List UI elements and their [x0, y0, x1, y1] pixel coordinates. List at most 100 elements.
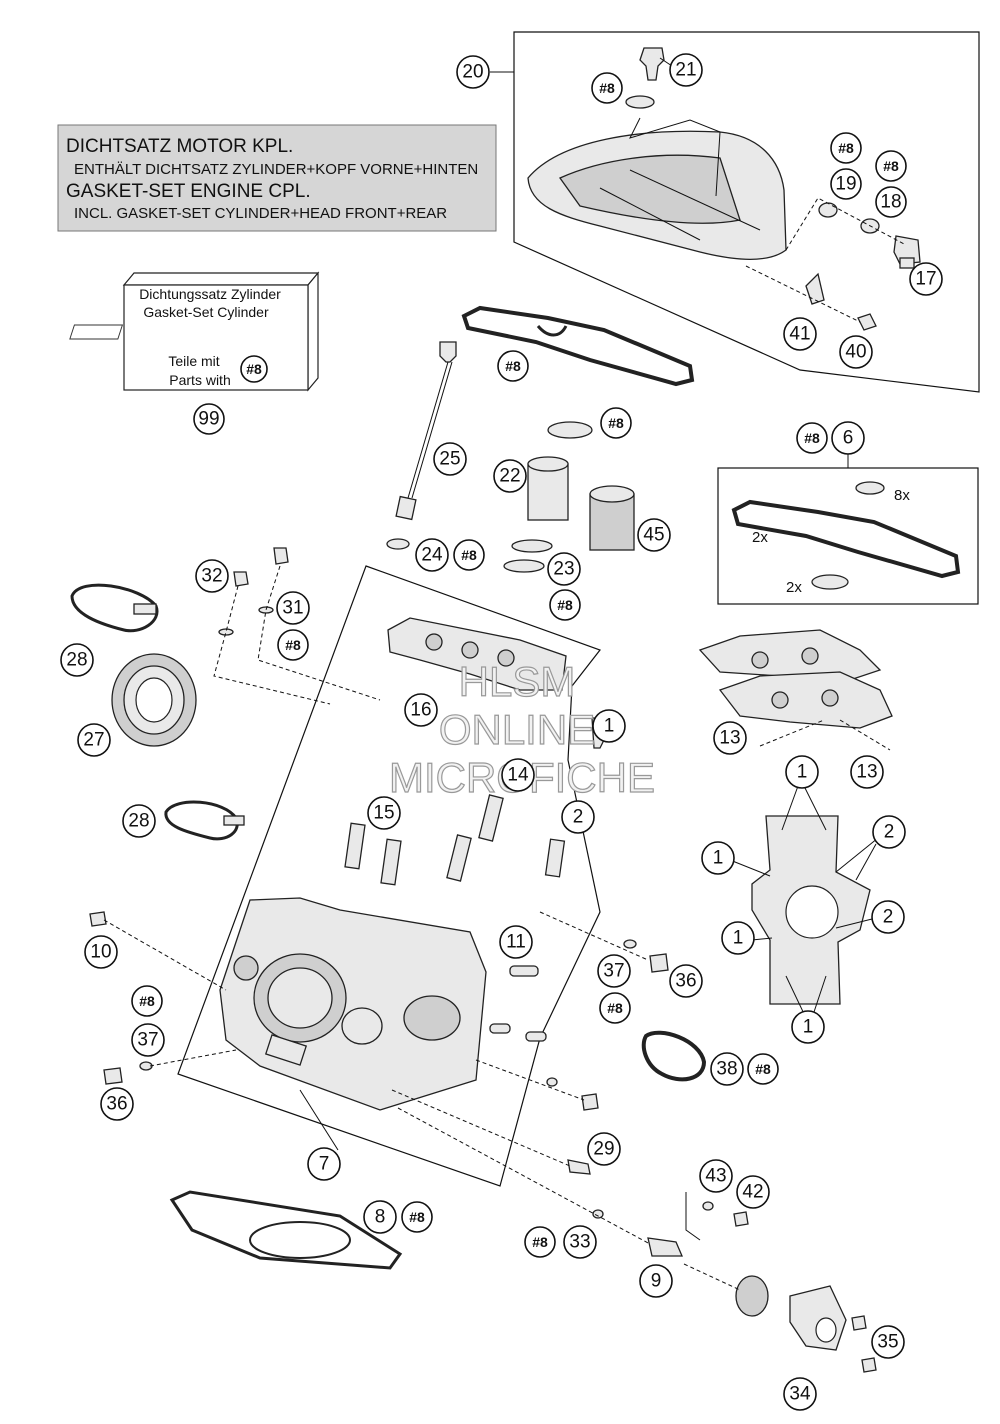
svg-text:13: 13 — [856, 762, 877, 783]
sleeve-22 — [527, 421, 593, 521]
svg-text:8: 8 — [375, 1207, 386, 1228]
valve-cover-frame — [513, 31, 980, 393]
svg-text:6: 6 — [843, 428, 854, 449]
callout-ref-8-f: #8 — [796, 422, 828, 454]
callout-ref-8-l: #8 — [747, 1053, 779, 1085]
svg-text:9: 9 — [651, 1271, 662, 1292]
watermark-line1: HLSM — [459, 658, 576, 705]
box-line2: Gasket-Set Cylinder — [143, 304, 269, 320]
dowel-pins — [489, 965, 547, 1042]
svg-text:1: 1 — [803, 1017, 814, 1038]
callout-37-right: 37 — [597, 954, 631, 988]
callout-8: 8 — [363, 1200, 397, 1234]
svg-text:#8: #8 — [804, 430, 820, 446]
callout-21: 21 — [669, 53, 703, 87]
svg-text:13: 13 — [719, 728, 740, 749]
svg-text:32: 32 — [201, 566, 222, 587]
callout-ref-8-e: #8 — [600, 407, 632, 439]
callout-45: 45 — [637, 518, 671, 552]
callout-36-left: 36 — [100, 1087, 134, 1121]
svg-text:21: 21 — [675, 60, 696, 81]
callout-16: 16 — [404, 693, 438, 727]
camshaft-carrier-16 — [387, 617, 567, 691]
callout-ref-8-i: #8 — [277, 629, 309, 661]
spark-plug-tube-25 — [395, 341, 457, 521]
svg-text:28: 28 — [128, 811, 149, 832]
oil-filler-screw — [625, 47, 665, 109]
svg-text:#8: #8 — [461, 547, 477, 563]
callout-28-top: 28 — [60, 643, 94, 677]
callout-2-c: 2 — [871, 900, 905, 934]
sensor-fitting — [818, 202, 921, 269]
callout-1-c: 1 — [701, 841, 735, 875]
callout-7: 7 — [307, 1147, 341, 1181]
callout-43: 43 — [699, 1159, 733, 1193]
callout-13-b: 13 — [850, 755, 884, 789]
qty-8x: 8x — [894, 487, 910, 504]
callout-ref-8-g: #8 — [453, 539, 485, 571]
valve-cover-gasket — [461, 305, 695, 387]
svg-text:2: 2 — [884, 822, 895, 843]
callout-10: 10 — [84, 935, 118, 969]
svg-text:15: 15 — [373, 803, 394, 824]
callout-1-e: 1 — [791, 1010, 825, 1044]
box-line4: Parts with — [169, 372, 230, 388]
sensor-29 — [567, 1159, 591, 1175]
bolt-10 — [89, 911, 107, 927]
svg-text:#8: #8 — [557, 597, 573, 613]
callout-23: 23 — [547, 552, 581, 586]
svg-text:40: 40 — [845, 342, 866, 363]
clamp-28-bottom — [164, 800, 245, 841]
gasket-label-line4: INCL. GASKET-SET CYLINDER+HEAD FRONT+REA… — [74, 205, 447, 222]
svg-text:18: 18 — [880, 192, 901, 213]
callout-99-label: 99 — [198, 409, 219, 430]
svg-text:37: 37 — [137, 1030, 158, 1051]
svg-text:45: 45 — [643, 525, 664, 546]
thermostat-34 — [735, 1275, 847, 1351]
svg-text:#8: #8 — [755, 1061, 771, 1077]
svg-text:#8: #8 — [139, 993, 155, 1009]
callout-ref-8-b: #8 — [830, 132, 862, 164]
callout-35: 35 — [871, 1325, 905, 1359]
cylinder-head-frame — [177, 565, 601, 1187]
svg-text:1: 1 — [733, 928, 744, 949]
cylinder-head-7 — [219, 897, 487, 1111]
bolt-40 — [857, 313, 877, 331]
svg-text:#8: #8 — [607, 1000, 623, 1016]
callout-24: 24 — [415, 538, 449, 572]
gasket-label-line1: DICHTSATZ MOTOR KPL. — [66, 136, 293, 157]
svg-text:#8: #8 — [883, 158, 899, 174]
svg-text:16: 16 — [410, 700, 431, 721]
svg-text:1: 1 — [713, 848, 724, 869]
svg-text:1: 1 — [797, 762, 808, 783]
callout-ref-8-d: #8 — [497, 350, 529, 382]
svg-text:#8: #8 — [532, 1234, 548, 1250]
svg-text:1: 1 — [604, 716, 615, 737]
callout-ref-8-h: #8 — [549, 589, 581, 621]
svg-text:25: 25 — [439, 449, 460, 470]
washer-37-right — [623, 939, 637, 949]
svg-text:22: 22 — [499, 466, 520, 487]
callout-99-circle — [193, 403, 225, 435]
callout-11: 11 — [499, 925, 533, 959]
sleeve-45 — [589, 485, 635, 551]
callout-29: 29 — [587, 1132, 621, 1166]
watermark-line2: ONLINE — [439, 706, 595, 753]
gasket-set-engine-label: DICHTSATZ MOTOR KPL. ENTHÄLT DICHTSATZ Z… — [57, 124, 497, 232]
kit-contents — [731, 481, 961, 590]
qty-2x-gasket: 2x — [752, 529, 768, 546]
callout-13-a: 13 — [713, 721, 747, 755]
svg-text:29: 29 — [593, 1139, 614, 1160]
callout-34: 34 — [783, 1377, 817, 1411]
callout-14: 14 — [501, 758, 535, 792]
svg-text:19: 19 — [835, 174, 856, 195]
svg-text:36: 36 — [106, 1094, 127, 1115]
callout-20: 20 — [456, 55, 490, 89]
svg-text:43: 43 — [705, 1166, 726, 1187]
callout-1-d: 1 — [721, 921, 755, 955]
box-ref-circle — [240, 355, 268, 383]
callout-1-b: 1 — [785, 755, 819, 789]
callout-ref-8-j: #8 — [599, 992, 631, 1024]
callout-28-bottom: 28 — [122, 804, 156, 838]
callout-15: 15 — [367, 796, 401, 830]
